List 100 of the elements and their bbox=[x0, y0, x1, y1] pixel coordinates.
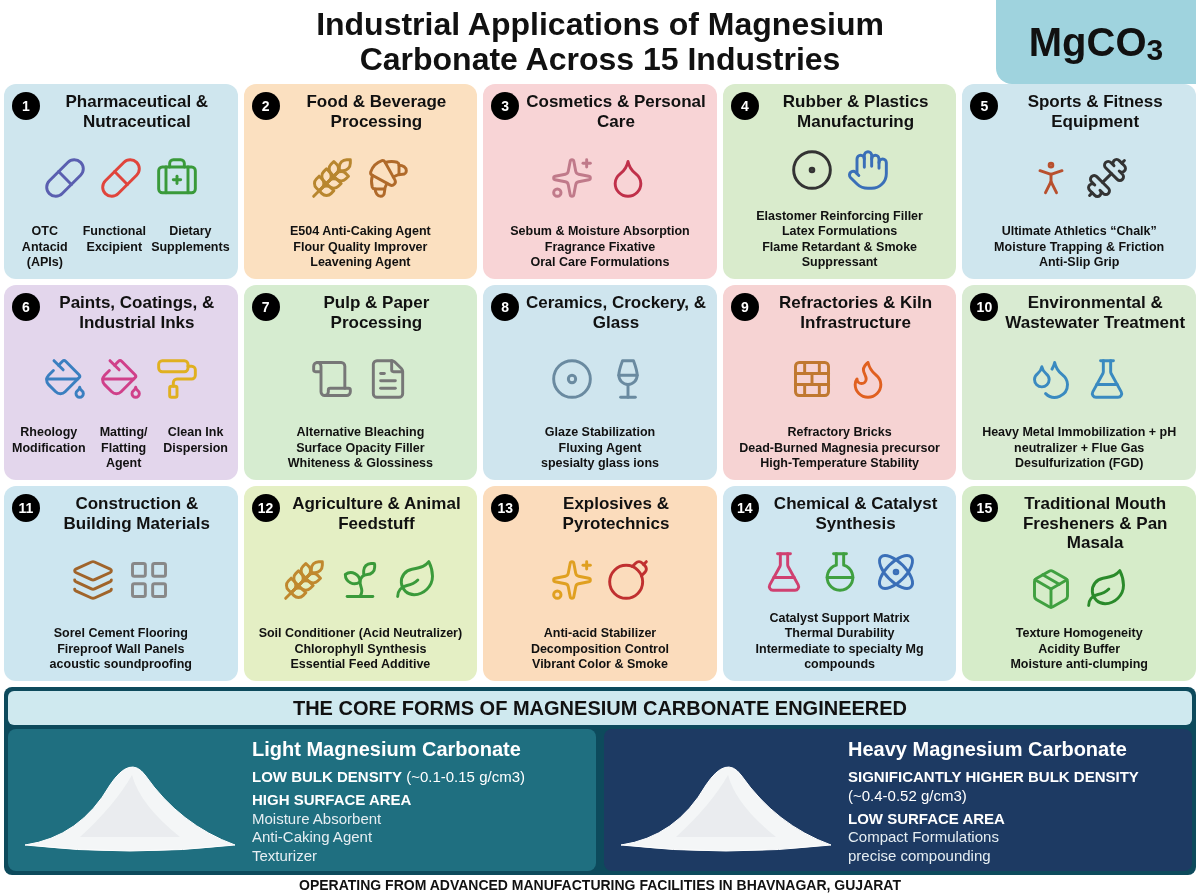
section-banner: THE CORE FORMS OF MAGNESIUM CARBONATE ENGINEERED bbox=[8, 691, 1192, 725]
industry-card bbox=[962, 486, 1196, 681]
use-text: Vibrant Color & Smoke bbox=[532, 657, 668, 673]
product-form-panel bbox=[8, 729, 596, 871]
use-text: Moisture anti-clumping bbox=[1010, 657, 1148, 673]
use-text: Leavening Agent bbox=[310, 255, 411, 272]
industry-card bbox=[243, 84, 478, 280]
industry-card bbox=[722, 486, 957, 681]
use-text: Texturizer bbox=[252, 847, 319, 866]
use-text: Dietary Supplements bbox=[151, 224, 230, 256]
number-badge: 12 bbox=[251, 494, 280, 523]
use-text: Fragrance Fixative bbox=[544, 239, 656, 256]
use-text: Fluxing Agent bbox=[558, 440, 642, 457]
use-text: Essential Feed Additive bbox=[290, 657, 431, 673]
industry-heading: Sports & Fitness Equipment bbox=[1026, 92, 1164, 132]
property-text: HIGH SURFACE AREA bbox=[252, 790, 413, 810]
industry-card bbox=[243, 285, 478, 481]
use-text: Moisture Trapping & Friction bbox=[994, 239, 1165, 256]
number-badge: 5 bbox=[970, 92, 999, 121]
use-text: Dead-Burned Magnesia precursor bbox=[739, 440, 940, 457]
use-text: Sorel Cement Flooring bbox=[53, 626, 188, 642]
use-text: Surface Opacity Filler bbox=[296, 440, 425, 457]
number-badge: 13 bbox=[491, 494, 520, 523]
industry-heading: Traditional Mouth Fresheners & Pan Masala bbox=[1021, 494, 1169, 553]
number-badge: 15 bbox=[970, 494, 999, 523]
number-badge: 10 bbox=[970, 293, 999, 322]
industry-card bbox=[4, 486, 238, 681]
industry-heading: Paints, Coatings, & Industrial Inks bbox=[58, 293, 216, 333]
use-text: acoustic soundproofing bbox=[49, 657, 192, 673]
industry-heading: Food & Beverage Processing bbox=[305, 92, 448, 132]
use-text: High-Temperature Stability bbox=[760, 456, 919, 473]
number-badge: 2 bbox=[251, 92, 280, 121]
use-text: Oral Care Formulations bbox=[530, 255, 670, 272]
industry-card bbox=[722, 84, 957, 280]
number-badge: 9 bbox=[730, 293, 759, 322]
use-text: Soil Conditioner (Acid Neutralizer) bbox=[258, 626, 463, 642]
use-text: Chlorophyll Synthesis bbox=[294, 641, 427, 658]
number-badge: 4 bbox=[730, 92, 759, 121]
use-text: Flame Retardant & Smoke Suppressant bbox=[761, 239, 919, 272]
use-text: Compact Formulations bbox=[848, 828, 1000, 848]
property-text: LOW SURFACE AREA bbox=[848, 809, 1006, 829]
industry-card bbox=[4, 84, 238, 280]
industry-heading: Rubber & Plastics Manufacturing bbox=[781, 92, 930, 132]
use-text: Anti-acid Stabilizer bbox=[543, 626, 657, 642]
use-text: Sebum & Moisture Absorption bbox=[510, 224, 690, 240]
industry-heading: Explosives & Pyrotechnics bbox=[561, 494, 671, 534]
use-text: Elastomer Reinforcing Filler bbox=[756, 208, 923, 225]
industry-card bbox=[483, 285, 717, 481]
industry-heading: Construction & Building Materials bbox=[62, 494, 211, 534]
industry-heading: Chemical & Catalyst Synthesis bbox=[772, 494, 939, 534]
number-badge: 7 bbox=[251, 293, 280, 322]
use-text: precise compounding bbox=[848, 847, 992, 866]
use-text: Intermediate to specialty Mg compounds bbox=[754, 641, 925, 673]
use-text: Clean Ink Dispersion bbox=[162, 425, 229, 457]
number-badge: 1 bbox=[12, 92, 40, 121]
page-title: Industrial Applications of Magnesium Carbonate Across 15 Industries bbox=[315, 6, 885, 78]
industry-heading: Agriculture & Animal Feedstuff bbox=[291, 494, 462, 534]
industry-heading: Environmental & Wastewater Treatment bbox=[1004, 293, 1187, 333]
use-text: Fireproof Wall Panels bbox=[57, 641, 185, 658]
use-text: Latex Formulations bbox=[781, 224, 898, 240]
industry-card bbox=[243, 486, 478, 681]
footer-note: OPERATING FROM ADVANCED MANUFACTURING FACILITIES IN BHAVNAGAR, GUJARAT bbox=[299, 876, 901, 895]
form-heading: Heavy Magnesium Carbonate bbox=[848, 737, 1128, 763]
use-text: E504 Anti-Caking Agent bbox=[290, 224, 431, 240]
number-badge: 6 bbox=[12, 293, 40, 322]
industry-heading: Cosmetics & Personal Care bbox=[525, 92, 707, 132]
industry-card bbox=[962, 285, 1196, 481]
property-text: LOW BULK DENSITY (~0.1-0.15 g/cm3) bbox=[252, 768, 525, 787]
use-text: Anti-Slip Grip bbox=[1038, 255, 1120, 272]
use-text: Flour Quality Improver bbox=[293, 239, 428, 256]
product-form-panel bbox=[604, 729, 1192, 871]
use-text: Heavy Metal Immobilization + pH neutralizer + Flue Gas Desulfurization (FGD) bbox=[981, 425, 1178, 473]
use-text: OTC Antacid (APIs) bbox=[20, 224, 69, 272]
use-text: Moisture Absorbent bbox=[252, 809, 383, 829]
formula-badge: MgCO$_{3}$ bbox=[996, 0, 1196, 84]
number-badge: 8 bbox=[491, 293, 520, 322]
industry-heading: Pharmaceutical & Nutraceutical bbox=[64, 92, 210, 132]
number-badge: 3 bbox=[491, 92, 520, 121]
use-text: Functional Excipient bbox=[81, 224, 147, 256]
use-text: Anti-Caking Agent bbox=[252, 828, 374, 848]
use-text: Glaze Stabilization bbox=[544, 425, 656, 441]
use-text: Whiteness & Glossiness bbox=[287, 456, 433, 473]
number-badge: 11 bbox=[12, 494, 40, 523]
use-text: Alternative Bleaching bbox=[296, 425, 425, 441]
industry-card bbox=[722, 285, 957, 481]
use-text: Thermal Durability bbox=[784, 626, 895, 642]
use-text: Catalyst Support Matrix bbox=[769, 610, 910, 627]
industry-card bbox=[962, 84, 1196, 280]
industry-card bbox=[4, 285, 238, 481]
use-text: Texture Homogeneity bbox=[1015, 626, 1143, 642]
use-text: Decomposition Control bbox=[530, 641, 670, 658]
use-text: Rheology Modification bbox=[12, 425, 86, 457]
industry-card bbox=[483, 84, 717, 280]
use-text: Ultimate Athletics “Chalk” bbox=[1001, 224, 1157, 240]
use-text: Refractory Bricks bbox=[787, 425, 892, 441]
use-text: Matting/ Flatting Agent bbox=[98, 425, 149, 473]
industry-card bbox=[483, 486, 717, 681]
industry-heading: Pulp & Paper Processing bbox=[322, 293, 431, 333]
use-text: Acidity Buffer bbox=[1038, 641, 1121, 658]
property-text: SIGNIFICANTLY HIGHER BULK DENSITY (~0.4-0.52 g/cm3) bbox=[848, 768, 1140, 806]
